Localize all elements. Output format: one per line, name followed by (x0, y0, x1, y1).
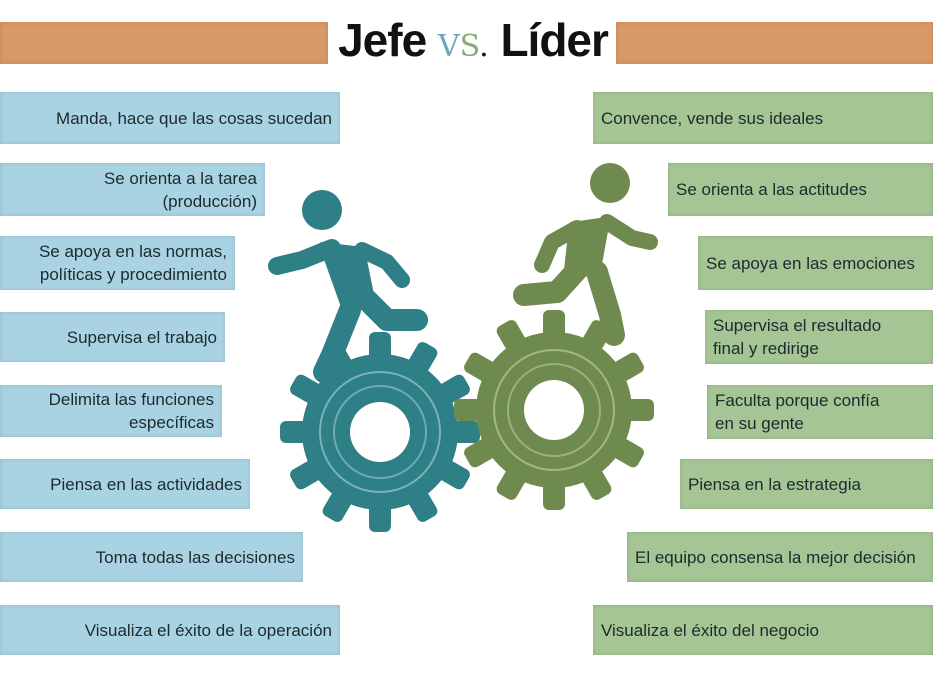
jefe-item: Manda, hace que las cosas sucedan (0, 92, 340, 144)
lider-item: Visualiza el éxito del negocio (593, 605, 933, 655)
runners-on-gears-illustration (268, 163, 658, 532)
jefe-gear-icon (280, 332, 480, 532)
jefe-item: Delimita las funciones específicas (0, 385, 222, 437)
lider-gear-icon (454, 310, 654, 510)
jefe-item: Supervisa el trabajo (0, 312, 225, 362)
lider-running-person-icon (513, 163, 658, 346)
jefe-item: Visualiza el éxito de la operación (0, 605, 340, 655)
lider-item: Piensa en la estrategia (680, 459, 933, 509)
title-vs: VS. (437, 29, 489, 64)
lider-item: Convence, vende sus ideales (593, 92, 933, 144)
title-jefe: Jefe (338, 14, 427, 66)
jefe-running-person-icon (268, 190, 428, 383)
title-lider: Líder (500, 14, 608, 66)
jefe-item: Toma todas las decisiones (0, 532, 303, 582)
lider-item: El equipo consensa la mejor decisión (627, 532, 933, 582)
title-banner-left (0, 22, 328, 64)
jefe-item: Piensa en las actividades (0, 459, 250, 509)
lider-item: Se apoya en las emociones (698, 236, 933, 290)
lider-item: Faculta porque confía en su gente (707, 385, 933, 439)
jefe-item: Se apoya en las normas, políticas y proc… (0, 236, 235, 290)
title-banner-right (616, 22, 933, 64)
lider-item: Supervisa el resultado final y redirige (705, 310, 933, 364)
lider-item: Se orienta a las actitudes (668, 163, 933, 216)
page-title: Jefe VS. Líder (330, 10, 616, 70)
jefe-item: Se orienta a la tarea (producción) (0, 163, 265, 216)
